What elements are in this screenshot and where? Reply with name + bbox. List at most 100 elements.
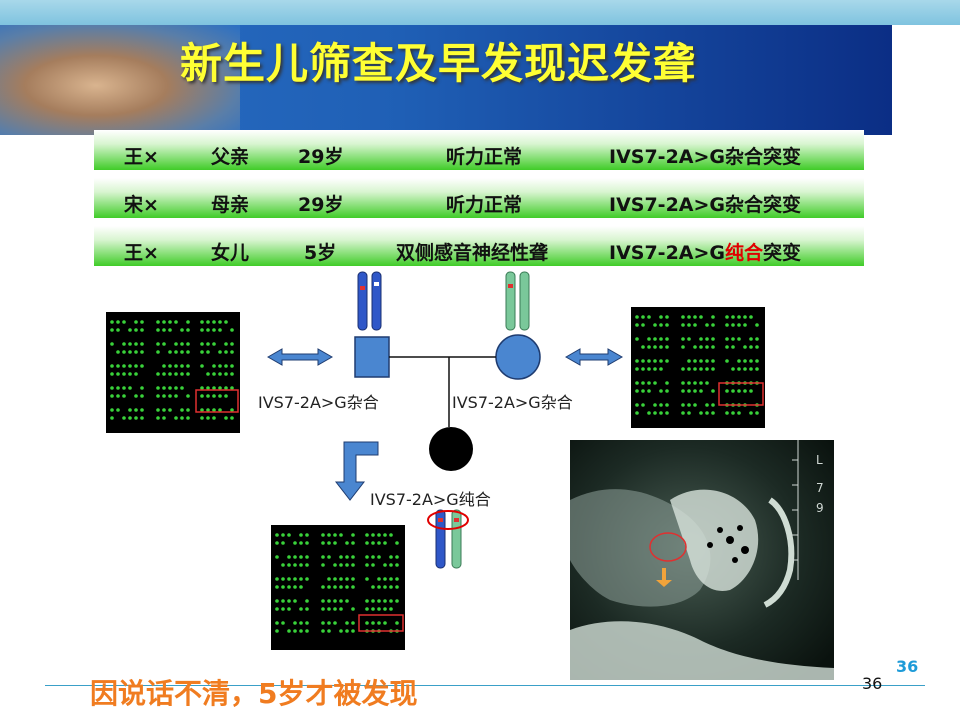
snp-dot (641, 381, 645, 385)
snp-dot (224, 350, 228, 354)
snp-dot (174, 372, 178, 376)
snp-dot (162, 364, 166, 368)
snp-dot (122, 350, 126, 354)
snp-dot (749, 389, 753, 393)
snp-dot (206, 342, 210, 346)
snp-dot (383, 621, 387, 625)
snp-dot (281, 577, 285, 581)
snp-chip-father (106, 312, 240, 433)
snp-dot (287, 599, 291, 603)
snp-dot (647, 389, 651, 393)
snp-dot (681, 403, 685, 407)
snp-dot (293, 577, 297, 581)
snp-dot (389, 599, 393, 603)
snp-dot (687, 381, 691, 385)
snp-dot (681, 345, 685, 349)
snp-dot (755, 359, 759, 363)
snp-dot (365, 541, 369, 545)
snp-dot (737, 411, 741, 415)
snp-dot (383, 585, 387, 589)
snp-dot (293, 563, 297, 567)
snp-dot (647, 411, 651, 415)
snp-dot (635, 367, 639, 371)
snp-dot (218, 350, 222, 354)
snp-dot (665, 323, 669, 327)
snp-dot (333, 585, 337, 589)
snp-dot (110, 328, 114, 332)
snp-dot (287, 607, 291, 611)
snp-dot (224, 386, 228, 390)
snp-dot (122, 394, 126, 398)
snp-dot (305, 621, 309, 625)
row-mutation: IVS7-2A>G杂合突变 (609, 194, 802, 216)
snp-dot (134, 364, 138, 368)
snp-dot (653, 411, 657, 415)
snp-dot (321, 585, 325, 589)
snp-dot (299, 563, 303, 567)
snp-dot (725, 411, 729, 415)
snp-dot (665, 315, 669, 319)
snp-dot (281, 599, 285, 603)
snp-dot (339, 607, 343, 611)
homozygous-highlight: 纯合 (725, 242, 764, 264)
snp-dot (333, 563, 337, 567)
snp-dot (327, 629, 331, 633)
snp-dot (693, 403, 697, 407)
snp-dot (665, 359, 669, 363)
snp-dot (371, 555, 375, 559)
snp-dot (377, 621, 381, 625)
snp-dot (755, 323, 759, 327)
snp-dot (389, 585, 393, 589)
snp-dot (200, 364, 204, 368)
snp-dot (128, 408, 132, 412)
snp-dot (116, 394, 120, 398)
snp-dot (321, 607, 325, 611)
snp-dot (351, 533, 355, 537)
snp-dot (305, 563, 309, 567)
snp-dot (180, 386, 184, 390)
snp-dot (218, 364, 222, 368)
snp-dot (218, 372, 222, 376)
snp-dot (206, 350, 210, 354)
snp-dot (174, 350, 178, 354)
snp-dot (212, 372, 216, 376)
snp-dot (156, 328, 160, 332)
snp-dot (371, 585, 375, 589)
snp-dot (200, 350, 204, 354)
mother-circle (495, 334, 541, 380)
snp-dot (321, 599, 325, 603)
snp-dot (110, 386, 114, 390)
snp-dot (693, 359, 697, 363)
snp-dot (206, 386, 210, 390)
snp-dot (711, 359, 715, 363)
snp-dot (749, 315, 753, 319)
snp-dot (345, 599, 349, 603)
snp-dot (339, 563, 343, 567)
row-relation: 母亲 (211, 194, 250, 216)
snp-dot (168, 364, 172, 368)
snp-dot (162, 342, 166, 346)
snp-dot (206, 394, 210, 398)
snp-dot (659, 315, 663, 319)
snp-dot (395, 621, 399, 625)
snp-dot (687, 315, 691, 319)
double-arrow-left (266, 348, 334, 366)
snp-dot (635, 381, 639, 385)
snp-dot (681, 367, 685, 371)
snp-dot (275, 607, 279, 611)
snp-dot (351, 585, 355, 589)
snp-dot (206, 416, 210, 420)
snp-dot (737, 323, 741, 327)
snp-dot (122, 320, 126, 324)
snp-dot (333, 577, 337, 581)
snp-dot (110, 416, 114, 420)
snp-dot (687, 389, 691, 393)
snp-dot (134, 394, 138, 398)
snp-dot (224, 364, 228, 368)
snp-dot (711, 337, 715, 341)
snp-dot (371, 541, 375, 545)
snp-dot (731, 389, 735, 393)
snp-dot (731, 315, 735, 319)
snp-dot (641, 359, 645, 363)
snp-dot (128, 342, 132, 346)
